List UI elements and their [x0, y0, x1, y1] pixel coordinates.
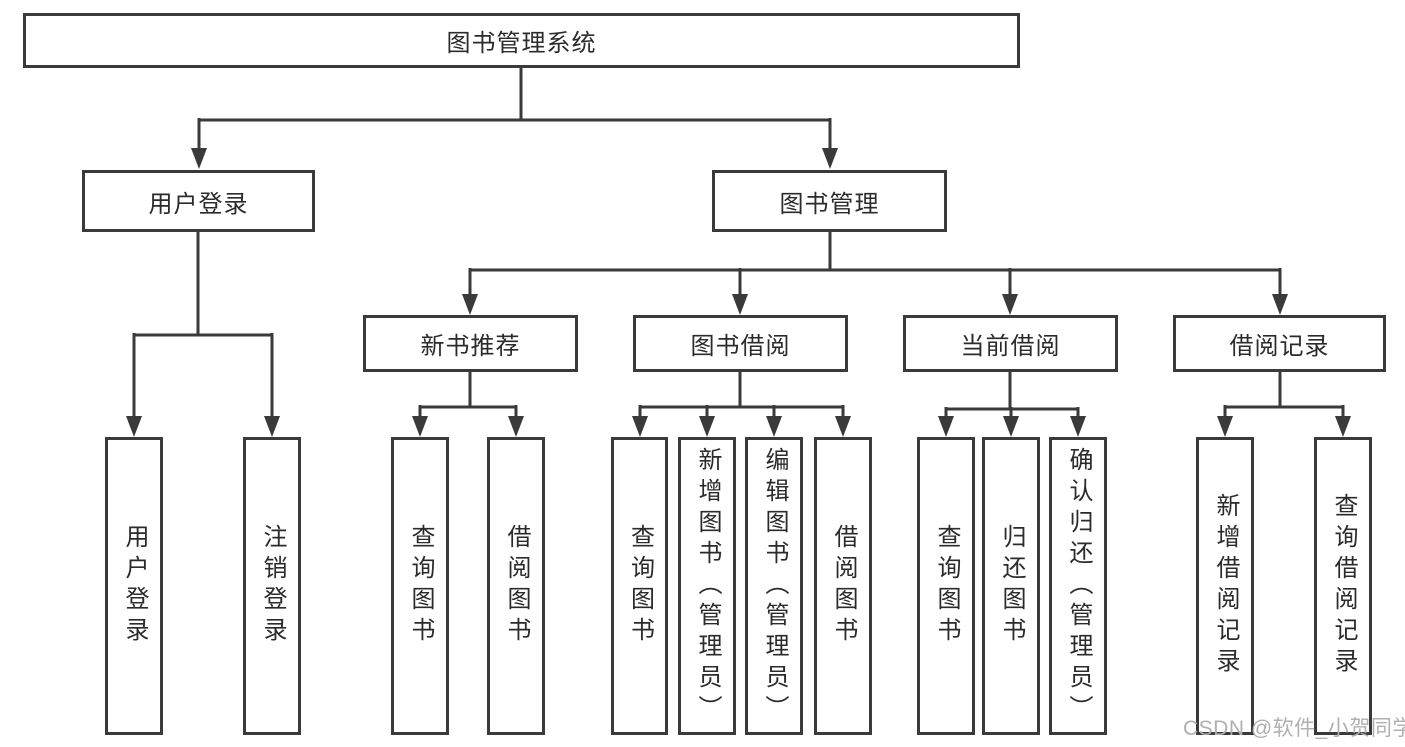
- leaf-borrow-books-recommend: 借阅图书: [487, 437, 545, 735]
- leaf-query-books-recommend: 查询图书: [391, 437, 449, 735]
- leaf-logout: 注销登录: [243, 437, 301, 735]
- leaf-user-login: 用户登录: [105, 437, 163, 735]
- node-library-management-system: 图书管理系统: [23, 13, 1020, 68]
- node-user-login: 用户登录: [82, 170, 315, 232]
- leaf-add-borrow-record: 新增借阅记录: [1196, 437, 1254, 735]
- leaf-edit-book-admin: 编辑图书（管理员）: [745, 437, 803, 735]
- leaf-return-book: 归还图书: [982, 437, 1040, 735]
- node-current-borrowing: 当前借阅: [903, 315, 1118, 372]
- leaf-confirm-return-admin: 确认归还（管理员）: [1049, 437, 1107, 735]
- csdn-watermark: CSDN @软件_小贺同学: [1183, 717, 1405, 740]
- leaf-query-books-current: 查询图书: [917, 437, 975, 735]
- node-new-book-recommendation: 新书推荐: [363, 315, 578, 372]
- arrowheads: [126, 148, 1351, 437]
- node-borrowing-records: 借阅记录: [1173, 315, 1386, 372]
- leaf-add-book-admin: 新增图书（管理员）: [678, 437, 736, 735]
- node-book-borrowing: 图书借阅: [633, 315, 848, 372]
- node-book-management: 图书管理: [712, 170, 947, 232]
- leaf-query-borrow-record: 查询借阅记录: [1314, 437, 1372, 735]
- leaf-query-books-borrowing: 查询图书: [611, 437, 668, 735]
- leaf-borrow-books: 借阅图书: [814, 437, 872, 735]
